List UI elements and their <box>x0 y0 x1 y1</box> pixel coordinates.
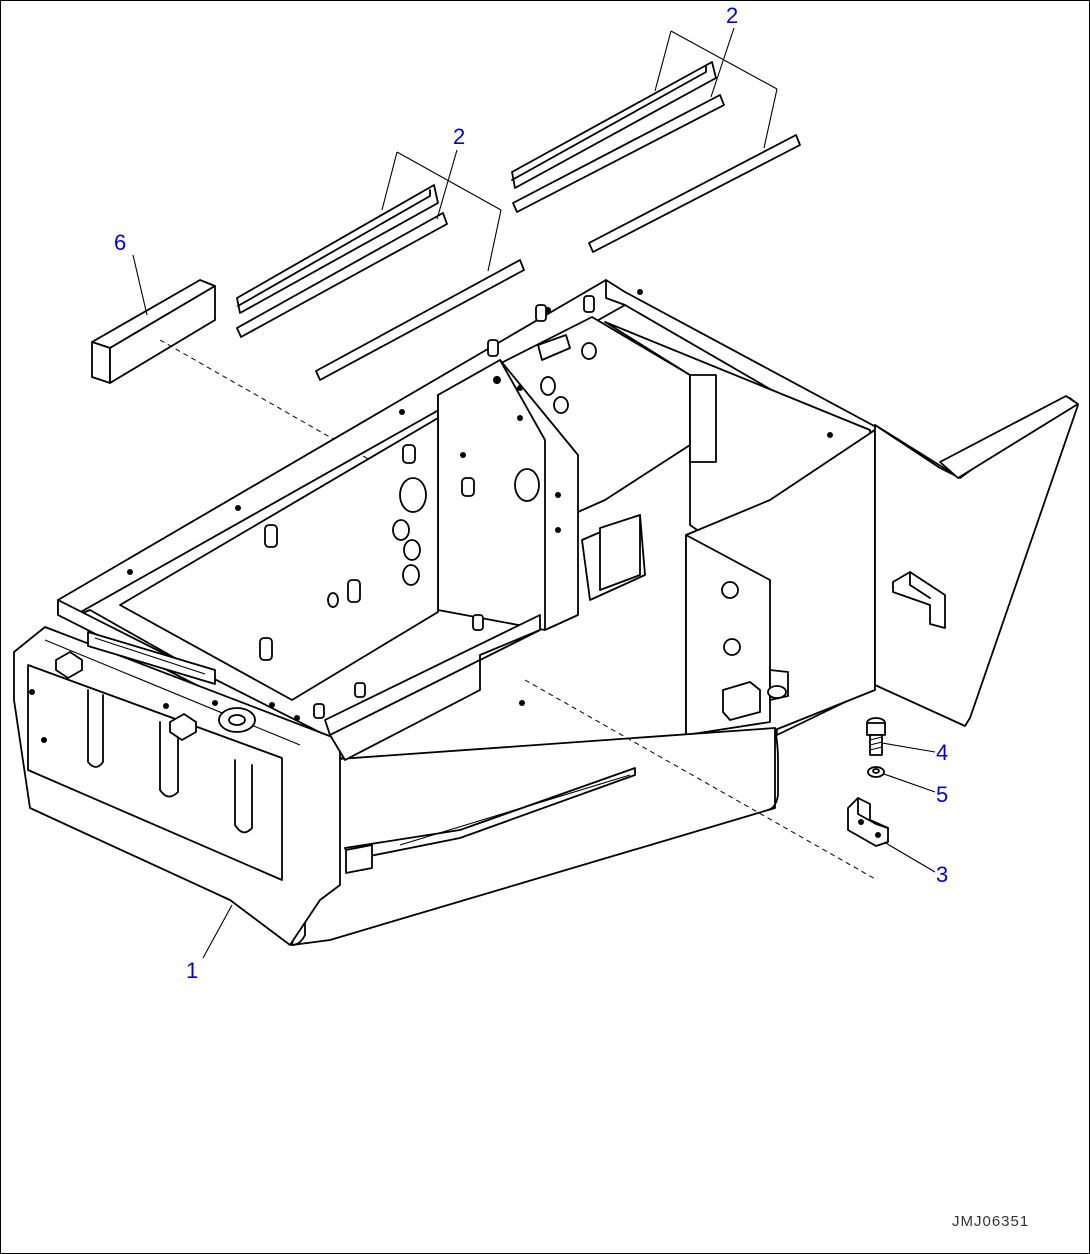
bracket-3 <box>847 797 936 873</box>
callout-4: 4 <box>936 740 948 765</box>
seal-strip-group-lower <box>236 149 525 381</box>
spacer-block-6 <box>91 254 406 481</box>
document-id: JMJ06351 <box>952 1213 1029 1230</box>
callout-6: 6 <box>114 230 126 255</box>
side-cover-plate <box>874 395 1079 727</box>
bolt-4 <box>866 717 936 756</box>
callout-2-lower: 2 <box>453 124 465 149</box>
access-holes <box>327 342 787 699</box>
callout-1: 1 <box>186 958 198 983</box>
callout-2-upper: 2 <box>726 3 738 28</box>
callout-5: 5 <box>936 782 948 807</box>
main-frame-1 <box>13 279 945 959</box>
callout-3: 3 <box>936 862 948 887</box>
washer-5 <box>867 766 936 793</box>
seal-strip-group-upper <box>511 27 801 253</box>
studs <box>259 295 595 719</box>
